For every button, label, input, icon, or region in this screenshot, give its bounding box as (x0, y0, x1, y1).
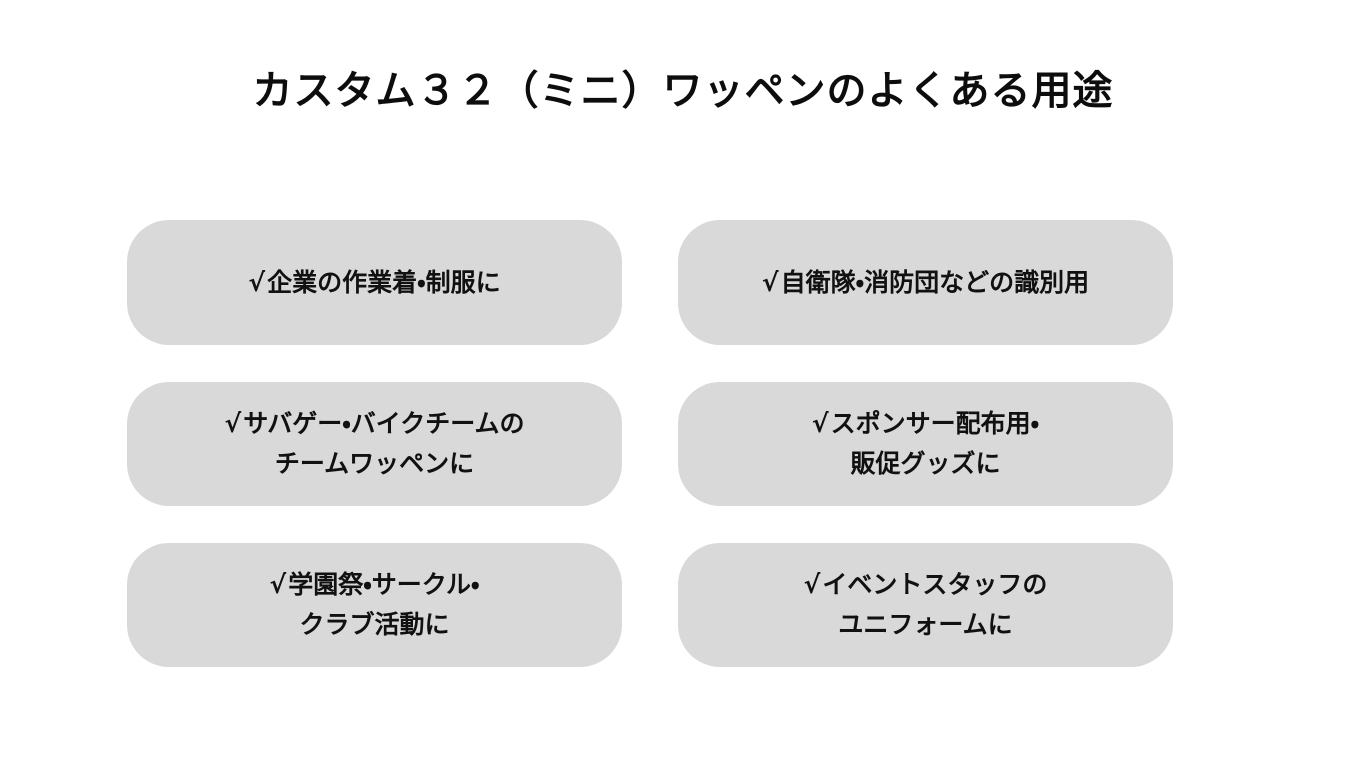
usage-text-line2: 販促グッズに (850, 449, 1001, 478)
usage-text-line1: スポンサー配布用・ (830, 409, 1040, 438)
usage-box-promo-goods: √ スポンサー配布用・ 販促グッズに (678, 382, 1173, 506)
usage-text-line1: 学園祭・サークル・ (288, 570, 480, 599)
usage-text-line1: サバゲー・バイクチームの (243, 409, 525, 438)
usage-text-line2: チームワッペンに (274, 449, 475, 478)
usage-box-event-staff: √ イベントスタッフの ユニフォームに (678, 543, 1173, 667)
usage-text-line1: イベントスタッフの (822, 570, 1048, 599)
check-icon: √ (269, 570, 287, 599)
check-icon: √ (803, 570, 821, 599)
usage-box-team-patch: √ サバゲー・バイクチームの チームワッペンに (127, 382, 622, 506)
check-icon: √ (248, 267, 266, 297)
usage-box-identification: √ 自衛隊・消防団などの識別用 (678, 220, 1173, 345)
check-icon: √ (811, 409, 829, 438)
usage-text-line1: 企業の作業着・制服に (267, 267, 501, 297)
check-icon: √ (224, 409, 242, 438)
usage-box-company-uniform: √ 企業の作業着・制服に (127, 220, 622, 345)
page-title: カスタム３２（ミニ）ワッペンのよくある用途 (252, 68, 1114, 114)
usage-text-line2: ユニフォームに (838, 610, 1013, 639)
usage-box-school-club: √ 学園祭・サークル・ クラブ活動に (127, 543, 622, 667)
check-icon: √ (761, 267, 779, 297)
usage-text-line2: クラブ活動に (299, 610, 450, 639)
usage-text-line1: 自衛隊・消防団などの識別用 (780, 267, 1090, 297)
usage-grid: √ 企業の作業着・制服に √ 自衛隊・消防団などの識別用 √ サバゲー・バイクチ… (127, 220, 1173, 667)
